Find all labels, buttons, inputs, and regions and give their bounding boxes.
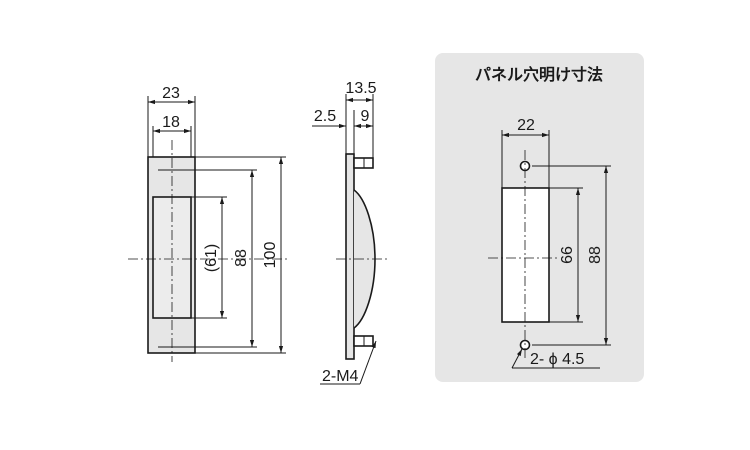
dim-hole-pitch: 88: [587, 246, 604, 264]
dim-width-inner: 18: [162, 114, 180, 131]
panel-cutout-box: パネル穴明け寸法 22 66 88 2- ϕ 4.5: [435, 53, 644, 382]
dim-plate-thickness: 2.5: [314, 108, 336, 125]
dim-height-total: 100: [262, 242, 279, 269]
side-plate: [345, 153, 355, 360]
front-view: 23 18 (61) 88 100: [128, 85, 290, 362]
side-view: 13.5 2.5 9 2-M4: [312, 80, 390, 385]
dim-height-mid: 88: [233, 249, 250, 267]
stud-callout: 2-M4: [322, 368, 359, 385]
hole-callout: 2- ϕ 4.5: [530, 351, 584, 368]
cutout-opening: [501, 187, 550, 323]
dim-stud-length: 9: [361, 108, 370, 125]
panel-title: パネル穴明け寸法: [475, 65, 603, 84]
callout-leader: [359, 340, 377, 385]
dim-depth-total: 13.5: [345, 80, 376, 97]
dim-opening-height: 66: [559, 246, 576, 264]
dim-width-outer: 23: [162, 85, 180, 102]
hole-callout-leader: [511, 348, 523, 369]
dim-height-recess: (61): [203, 244, 220, 272]
dim-cutout-width: 22: [517, 117, 535, 134]
